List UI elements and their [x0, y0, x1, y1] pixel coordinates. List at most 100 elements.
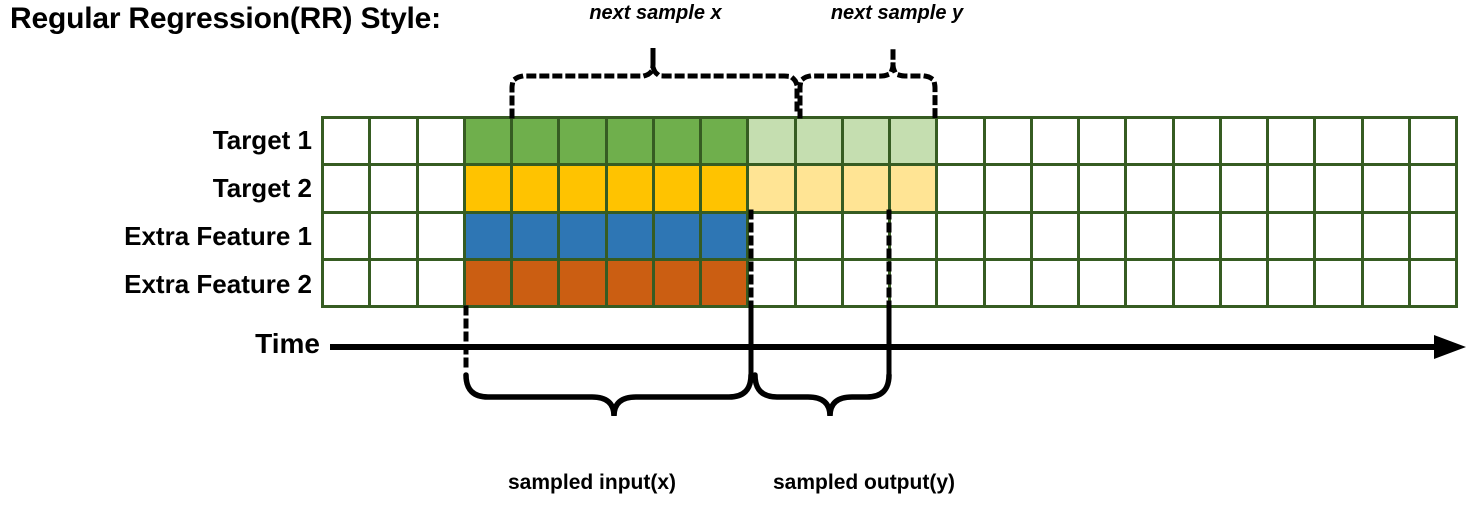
grid-cell-r1-c14 — [938, 119, 983, 164]
row-label-target-1: Target 1 — [212, 125, 312, 155]
grid-cell-r1-c3 — [418, 119, 463, 164]
grid-cell-r2-c24 — [1410, 166, 1455, 211]
grid-cell-r2-c4 — [465, 166, 510, 211]
grid-cell-r4-c17 — [1080, 260, 1125, 305]
grid-cell-r4-c22 — [1316, 260, 1361, 305]
grid-cell-r3-c3 — [418, 213, 463, 258]
grid-cell-r1-c23 — [1363, 119, 1408, 164]
grid-cell-r1-c4 — [465, 119, 510, 164]
row-label-target-2: Target 2 — [212, 173, 312, 203]
grid-cell-r1-c8 — [654, 119, 699, 164]
grid-cell-r4-c3 — [418, 260, 463, 305]
row-label-extra-feature-1: Extra Feature 1 — [124, 221, 312, 251]
grid-cell-r1-c18 — [1127, 119, 1172, 164]
grid-cell-r4-c14 — [938, 260, 983, 305]
time-axis-arrow — [330, 335, 1466, 359]
grid-cell-r3-c12 — [843, 213, 888, 258]
grid-cell-r1-c6 — [560, 119, 605, 164]
grid-cell-r1-c17 — [1080, 119, 1125, 164]
grid-cell-r2-c8 — [654, 166, 699, 211]
page-title: Regular Regression(RR) Style: — [10, 2, 441, 35]
grid-cell-r4-c13 — [891, 260, 936, 305]
grid-cell-r3-c24 — [1410, 213, 1455, 258]
grid-cell-r4-c20 — [1221, 260, 1266, 305]
grid-cell-r3-c20 — [1221, 213, 1266, 258]
grid-cell-r4-c15 — [985, 260, 1030, 305]
grid-cell-r4-c18 — [1127, 260, 1172, 305]
time-axis-label: Time — [255, 328, 320, 359]
annotation-sampled-output: sampled output(y) horizon=4 output_featu… — [773, 420, 1000, 516]
grid-cell-r3-c13 — [891, 213, 936, 258]
grid-cell-r2-c6 — [560, 166, 605, 211]
annotation-sampled-input: sampled input(x) lookback=6 input_featur… — [508, 420, 721, 516]
grid-cell-r2-c14 — [938, 166, 983, 211]
grid-cell-r4-c19 — [1174, 260, 1219, 305]
grid-cell-r1-c9 — [702, 119, 747, 164]
grid-cell-r3-c1 — [324, 213, 369, 258]
grid-cell-r2-c5 — [513, 166, 558, 211]
grid-cell-r4-c23 — [1363, 260, 1408, 305]
grid-cell-r4-c12 — [843, 260, 888, 305]
grid-cell-r1-c11 — [796, 119, 841, 164]
grid-cell-r3-c17 — [1080, 213, 1125, 258]
grid-cell-r3-c5 — [513, 213, 558, 258]
grid-cell-r1-c12 — [843, 119, 888, 164]
callout-next-sample-y: next sample y — [830, 2, 964, 24]
grid-cell-r4-c8 — [654, 260, 699, 305]
grid-cell-r4-c11 — [796, 260, 841, 305]
grid-cell-r2-c7 — [607, 166, 652, 211]
row-label-extra-feature-2: Extra Feature 2 — [124, 269, 312, 299]
grid-cell-r2-c10 — [749, 166, 794, 211]
annotation-output-line1: sampled output(y) — [773, 471, 955, 494]
grid-cell-r4-c9 — [702, 260, 747, 305]
grid-cell-r3-c10 — [749, 213, 794, 258]
grid-cell-r2-c9 — [702, 166, 747, 211]
grid-cell-r3-c6 — [560, 213, 605, 258]
grid-cell-r1-c16 — [1032, 119, 1077, 164]
grid-cell-r2-c3 — [418, 166, 463, 211]
grid-cell-r2-c23 — [1363, 166, 1408, 211]
grid-cell-r2-c22 — [1316, 166, 1361, 211]
grid-cell-r3-c23 — [1363, 213, 1408, 258]
grid-cell-r4-c7 — [607, 260, 652, 305]
grid-cell-r4-c6 — [560, 260, 605, 305]
grid-cell-r1-c1 — [324, 119, 369, 164]
grid-cell-r2-c20 — [1221, 166, 1266, 211]
grid-cell-r3-c18 — [1127, 213, 1172, 258]
annotation-input-line1: sampled input(x) — [508, 471, 677, 494]
grid-cell-r4-c21 — [1269, 260, 1314, 305]
grid-cell-r1-c24 — [1410, 119, 1455, 164]
grid-cell-r3-c8 — [654, 213, 699, 258]
callout-next-sample-x: next sample x — [589, 2, 722, 24]
grid-cell-r3-c14 — [938, 213, 983, 258]
grid-cell-r2-c18 — [1127, 166, 1172, 211]
grid-cell-r3-c11 — [796, 213, 841, 258]
grid-cell-r3-c7 — [607, 213, 652, 258]
grid-cell-r2-c13 — [891, 166, 936, 211]
grid-cell-r3-c22 — [1316, 213, 1361, 258]
grid-cell-r2-c21 — [1269, 166, 1314, 211]
grid-cell-r2-c1 — [324, 166, 369, 211]
grid-cell-r1-c21 — [1269, 119, 1314, 164]
grid-cell-r1-c20 — [1221, 119, 1266, 164]
grid-cell-r1-c13 — [891, 119, 936, 164]
grid-cell-r2-c16 — [1032, 166, 1077, 211]
grid-cell-r1-c15 — [985, 119, 1030, 164]
grid-cell-r1-c10 — [749, 119, 794, 164]
grid-cell-r1-c5 — [513, 119, 558, 164]
grid-cell-r2-c17 — [1080, 166, 1125, 211]
grid-cell-r3-c16 — [1032, 213, 1077, 258]
grid-cell-r3-c9 — [702, 213, 747, 258]
grid-cell-r4-c10 — [749, 260, 794, 305]
grid-cell-r3-c19 — [1174, 213, 1219, 258]
grid-cell-r1-c2 — [371, 119, 416, 164]
grid-cell-r2-c11 — [796, 166, 841, 211]
grid-cell-r2-c2 — [371, 166, 416, 211]
grid-cell-r4-c1 — [324, 260, 369, 305]
grid-cell-r1-c19 — [1174, 119, 1219, 164]
grid-cell-r3-c21 — [1269, 213, 1314, 258]
timeline-grid — [321, 116, 1458, 308]
grid-cell-r3-c4 — [465, 213, 510, 258]
grid-cell-r4-c5 — [513, 260, 558, 305]
